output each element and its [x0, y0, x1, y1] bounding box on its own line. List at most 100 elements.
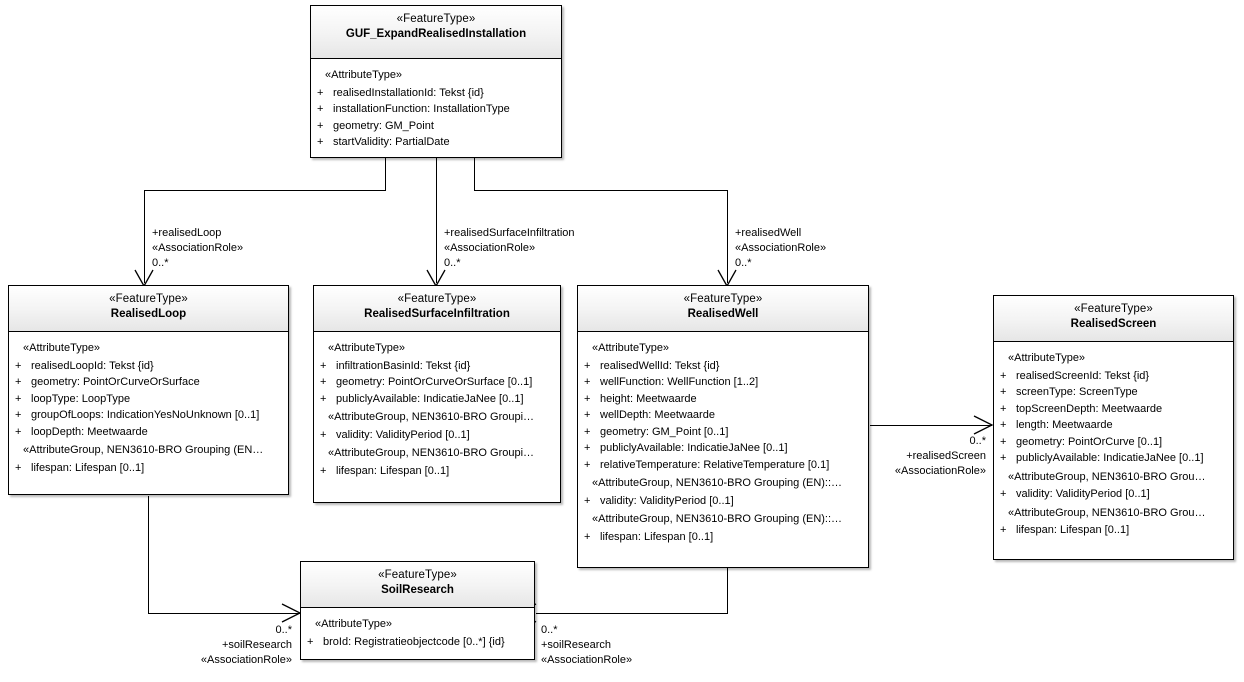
attribute-group-label: «AttributeType»: [315, 618, 393, 630]
class-body-realisedloop: «AttributeType» + realisedLoopId: Tekst {…: [9, 332, 288, 483]
visibility-marker: +: [584, 359, 591, 372]
connector-realisedscreen-seg-h: [870, 425, 992, 426]
connector-realisedwell-seg-v2: [727, 190, 728, 283]
visibility-marker: +: [1000, 419, 1007, 432]
class-header-guf-expandrealisedinstallation: «FeatureType» GUF_ExpandRealisedInstalla…: [311, 6, 561, 59]
visibility-marker: +: [1000, 524, 1007, 537]
attribute-group-label: «AttributeGroup, NEN3610-BRO Grou…: [1008, 506, 1206, 519]
attribute-row: +publiclyAvailable: IndicatieJaNee [0..1…: [578, 440, 868, 457]
association-stereotype-soilresearch-right: «AssociationRole»: [541, 654, 633, 667]
attribute-text: startValidity: PartialDate: [333, 136, 450, 149]
visibility-marker: +: [584, 425, 591, 438]
attribute-row: + wellFunction: WellFunction [1..2]: [578, 374, 868, 391]
connector-realisedwell-seg-v1: [474, 158, 475, 191]
class-box-realisedloop[interactable]: «FeatureType» RealisedLoop «AttributeTyp…: [8, 285, 289, 495]
attribute-row: +validity: ValidityPeriod [0..1]: [994, 486, 1233, 503]
class-body-realisedscreen: «AttributeType» +realisedScreenId: Tekst…: [994, 342, 1233, 545]
attribute-text: broId: Registratieobjectcode [0..*] {id}: [323, 635, 505, 648]
class-name: RealisedLoop: [110, 307, 187, 320]
class-box-soilresearch[interactable]: «FeatureType» SoilResearch «AttributeTyp…: [300, 561, 535, 660]
attribute-text: validity: ValidityPeriod [0..1]: [600, 494, 734, 507]
attribute-text: wellDepth: Meetwaarde: [600, 409, 715, 422]
attribute-text: lifespan: Lifespan [0..1]: [1016, 524, 1130, 537]
visibility-marker: +: [320, 428, 327, 441]
association-label-realisedscreen: 0..* +realisedScreen «AssociationRole»: [858, 434, 986, 479]
class-box-realisedsurfaceinfiltration[interactable]: «FeatureType» RealisedSurfaceInfiltratio…: [313, 285, 561, 503]
association-label-soilresearch-left: 0..* +soilResearch «AssociationRole»: [160, 623, 292, 668]
attribute-text: wellFunction: WellFunction [1..2]: [600, 376, 759, 389]
class-box-guf-expandrealisedinstallation[interactable]: «FeatureType» GUF_ExpandRealisedInstalla…: [310, 5, 562, 158]
association-stereotype-realisedsurfaceinfiltration: «AssociationRole»: [444, 242, 536, 255]
attribute-text: height: Meetwaarde: [600, 392, 697, 405]
attribute-row: + relativeTemperature: RelativeTemperatur…: [578, 457, 868, 474]
attribute-row: + wellDepth: Meetwaarde: [578, 407, 868, 424]
association-label-realisedwell: +realisedWell «AssociationRole» 0..*: [735, 226, 826, 271]
visibility-marker: +: [317, 119, 324, 132]
visibility-marker: +: [317, 103, 324, 116]
class-body-soilresearch: «AttributeType» + broId: Registratieobjec…: [301, 608, 534, 657]
attribute-group-label: «AttributeType»: [23, 342, 101, 354]
attribute-row: +screenType: ScreenType: [994, 384, 1233, 401]
attribute-group-label: «AttributeGroup, NEN3610-BRO Grouping (E…: [23, 444, 264, 457]
visibility-marker: +: [1000, 386, 1007, 399]
class-box-realisedwell[interactable]: «FeatureType» RealisedWell «AttributeTyp…: [577, 285, 869, 568]
association-label-realisedsurfaceinfiltration: +realisedSurfaceInfiltration «Associatio…: [444, 226, 575, 271]
class-header-realisedsurfaceinfiltration: «FeatureType» RealisedSurfaceInfiltratio…: [314, 286, 560, 332]
visibility-marker: +: [15, 409, 22, 422]
association-role-soilresearch-right: +soilResearch: [541, 639, 612, 652]
attribute-row: +groupOfLoops: IndicationYesNoUnknown [0…: [9, 407, 288, 424]
visibility-marker: +: [1000, 452, 1007, 465]
class-stereotype: «FeatureType»: [683, 293, 763, 305]
visibility-marker: +: [15, 392, 22, 405]
connector-realisedloop-seg-v1: [385, 158, 386, 191]
class-box-realisedscreen[interactable]: «FeatureType» RealisedScreen «AttributeT…: [993, 295, 1234, 560]
attribute-text: realisedLoopId: Tekst {id}: [31, 359, 154, 372]
visibility-marker: +: [584, 458, 591, 471]
visibility-marker: +: [1000, 402, 1007, 415]
visibility-marker: +: [584, 409, 591, 422]
attribute-text: length: Meetwaarde: [1016, 419, 1113, 432]
attribute-row: +realisedScreenId: Tekst {id}: [994, 368, 1233, 385]
attribute-text: loopType: LoopType: [31, 392, 131, 405]
attribute-row: +loopDepth: Meetwaarde: [9, 424, 288, 441]
association-multiplicity-realisedscreen: 0..*: [969, 435, 986, 447]
attribute-row: + validity: ValidityPeriod [0..1]: [314, 427, 560, 444]
association-stereotype-realisedwell: «AssociationRole»: [735, 242, 827, 255]
attribute-group-label: «AttributeGroup, NEN3610-BRO Grou…: [1008, 470, 1206, 483]
attribute-group-label: «AttributeGroup, NEN3610-BRO Groupi…: [328, 447, 535, 460]
association-label-soilresearch-right: 0..* +soilResearch «AssociationRole»: [541, 623, 632, 668]
visibility-marker: +: [307, 635, 314, 648]
visibility-marker: +: [584, 376, 591, 389]
connector-soilresearch-left-seg-v: [148, 496, 149, 614]
association-role-realisedloop: +realisedLoop: [152, 227, 222, 239]
class-name: RealisedScreen: [1070, 317, 1157, 330]
attribute-row: +startValidity: PartialDate: [311, 134, 561, 151]
attribute-text: publiclyAvailable: IndicatieJaNee [0..1]: [336, 392, 524, 405]
association-role-realisedscreen: +realisedScreen: [906, 450, 986, 463]
association-multiplicity-realisedwell: 0..*: [735, 257, 752, 270]
connector-soilresearch-right-seg-v: [727, 568, 728, 614]
class-name: SoilResearch: [381, 583, 454, 596]
class-body-guf-expandrealisedinstallation: «AttributeType» +realisedInstallationId:…: [311, 59, 561, 157]
connector-realisedwell-seg-h: [474, 190, 728, 191]
class-name: GUF_ExpandRealisedInstallation: [345, 27, 527, 40]
class-stereotype: «FeatureType»: [1074, 303, 1153, 315]
connector-realisedloop-seg-v2: [144, 190, 145, 283]
attribute-text: relativeTemperature: RelativeTemperature…: [600, 458, 830, 471]
connector-realisedloop-seg-h: [144, 190, 386, 191]
class-header-realisedloop: «FeatureType» RealisedLoop: [9, 286, 288, 332]
association-stereotype-realisedloop: «AssociationRole»: [152, 242, 244, 255]
attribute-text: validity: ValidityPeriod [0..1]: [336, 428, 470, 441]
attribute-text: geometry: PointOrCurveOrSurface [0..1]: [336, 376, 533, 389]
visibility-marker: +: [320, 392, 327, 405]
class-header-soilresearch: «FeatureType» SoilResearch: [301, 562, 534, 608]
attribute-row: +topScreenDepth: Meetwaarde: [994, 401, 1233, 418]
class-body-realisedwell: «AttributeType» +realisedWellId: Tekst {…: [578, 332, 868, 552]
attribute-text: lifespan: Lifespan [0..1]: [336, 464, 450, 477]
attribute-group-label: «AttributeType»: [592, 342, 670, 354]
visibility-marker: +: [1000, 369, 1007, 382]
attribute-row: + publiclyAvailable: IndicatieJaNee [0..1…: [314, 391, 560, 408]
association-role-realisedsurfaceinfiltration: +realisedSurfaceInfiltration: [444, 227, 575, 239]
attribute-text: geometry: PointOrCurve [0..1]: [1016, 435, 1163, 448]
